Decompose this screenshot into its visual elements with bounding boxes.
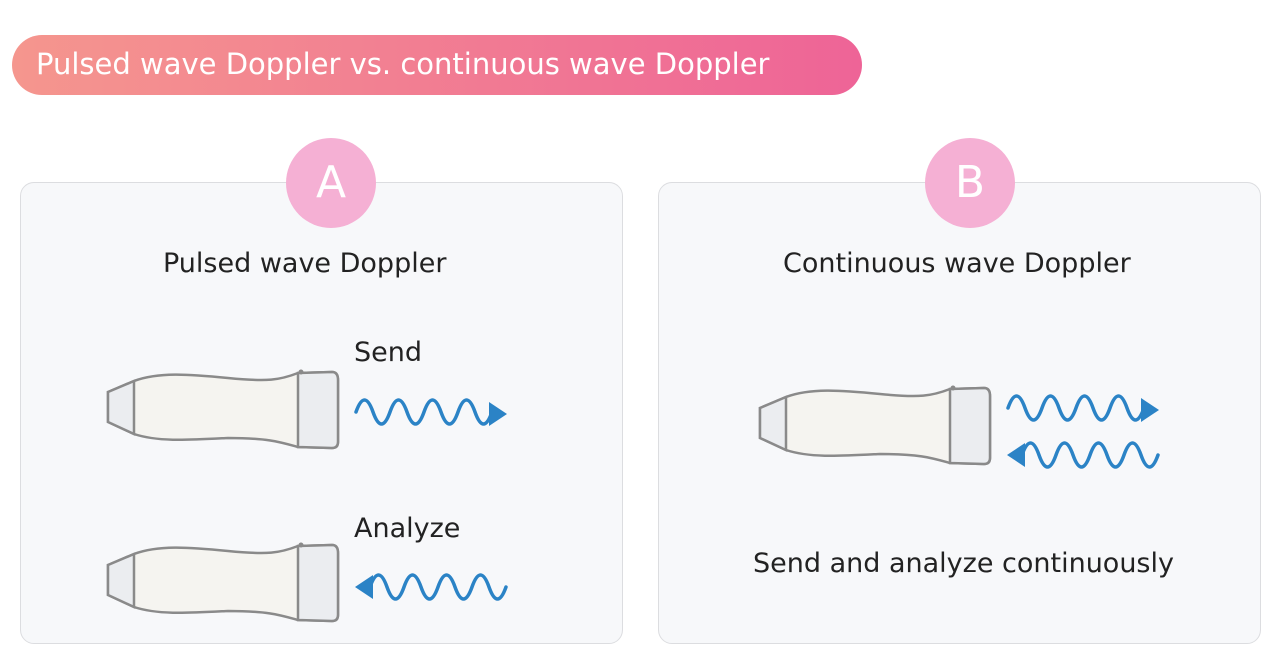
send-wave-arrow-icon [354, 398, 507, 426]
panel-b-title: Continuous wave Doppler [783, 248, 1131, 279]
probe-icon [106, 541, 340, 623]
probe-icon [106, 368, 340, 450]
send-label: Send [354, 337, 423, 368]
badge-b: B [925, 138, 1015, 228]
badge-a: A [286, 138, 376, 228]
panel-a-title: Pulsed wave Doppler [163, 248, 447, 279]
probe-icon [758, 384, 992, 466]
send-wave-arrow-icon [1006, 394, 1159, 422]
receive-wave-arrow-icon [355, 573, 508, 601]
receive-wave-arrow-icon [1007, 441, 1160, 469]
page-title: Pulsed wave Doppler vs. continuous wave … [36, 47, 770, 81]
analyze-label: Analyze [354, 513, 461, 544]
title-banner: Pulsed wave Doppler vs. continuous wave … [12, 35, 862, 95]
continuous-caption: Send and analyze continuously [753, 548, 1174, 579]
